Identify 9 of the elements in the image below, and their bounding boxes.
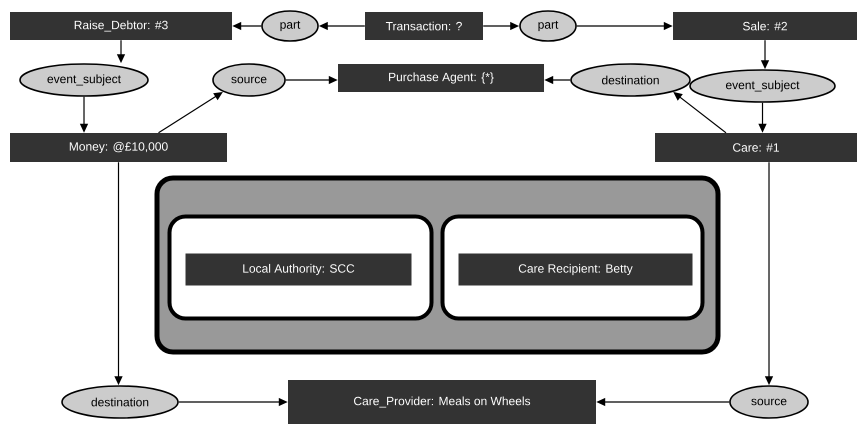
label-box: Purchase Agent: {*} [338,64,544,92]
label-box: Care_Provider: Meals on Wheels [288,380,596,424]
label-box: Local Authority: SCC [186,254,412,286]
label-box: Care Recipient: Betty [458,254,692,286]
label-box: Raise_Debtor: #3 [10,12,232,40]
label-box: Sale: #2 [673,12,857,40]
label-box: Care: #1 [655,133,857,162]
label-box: Transaction: ? [365,12,483,40]
label-box: Money: @£10,000 [10,133,227,162]
